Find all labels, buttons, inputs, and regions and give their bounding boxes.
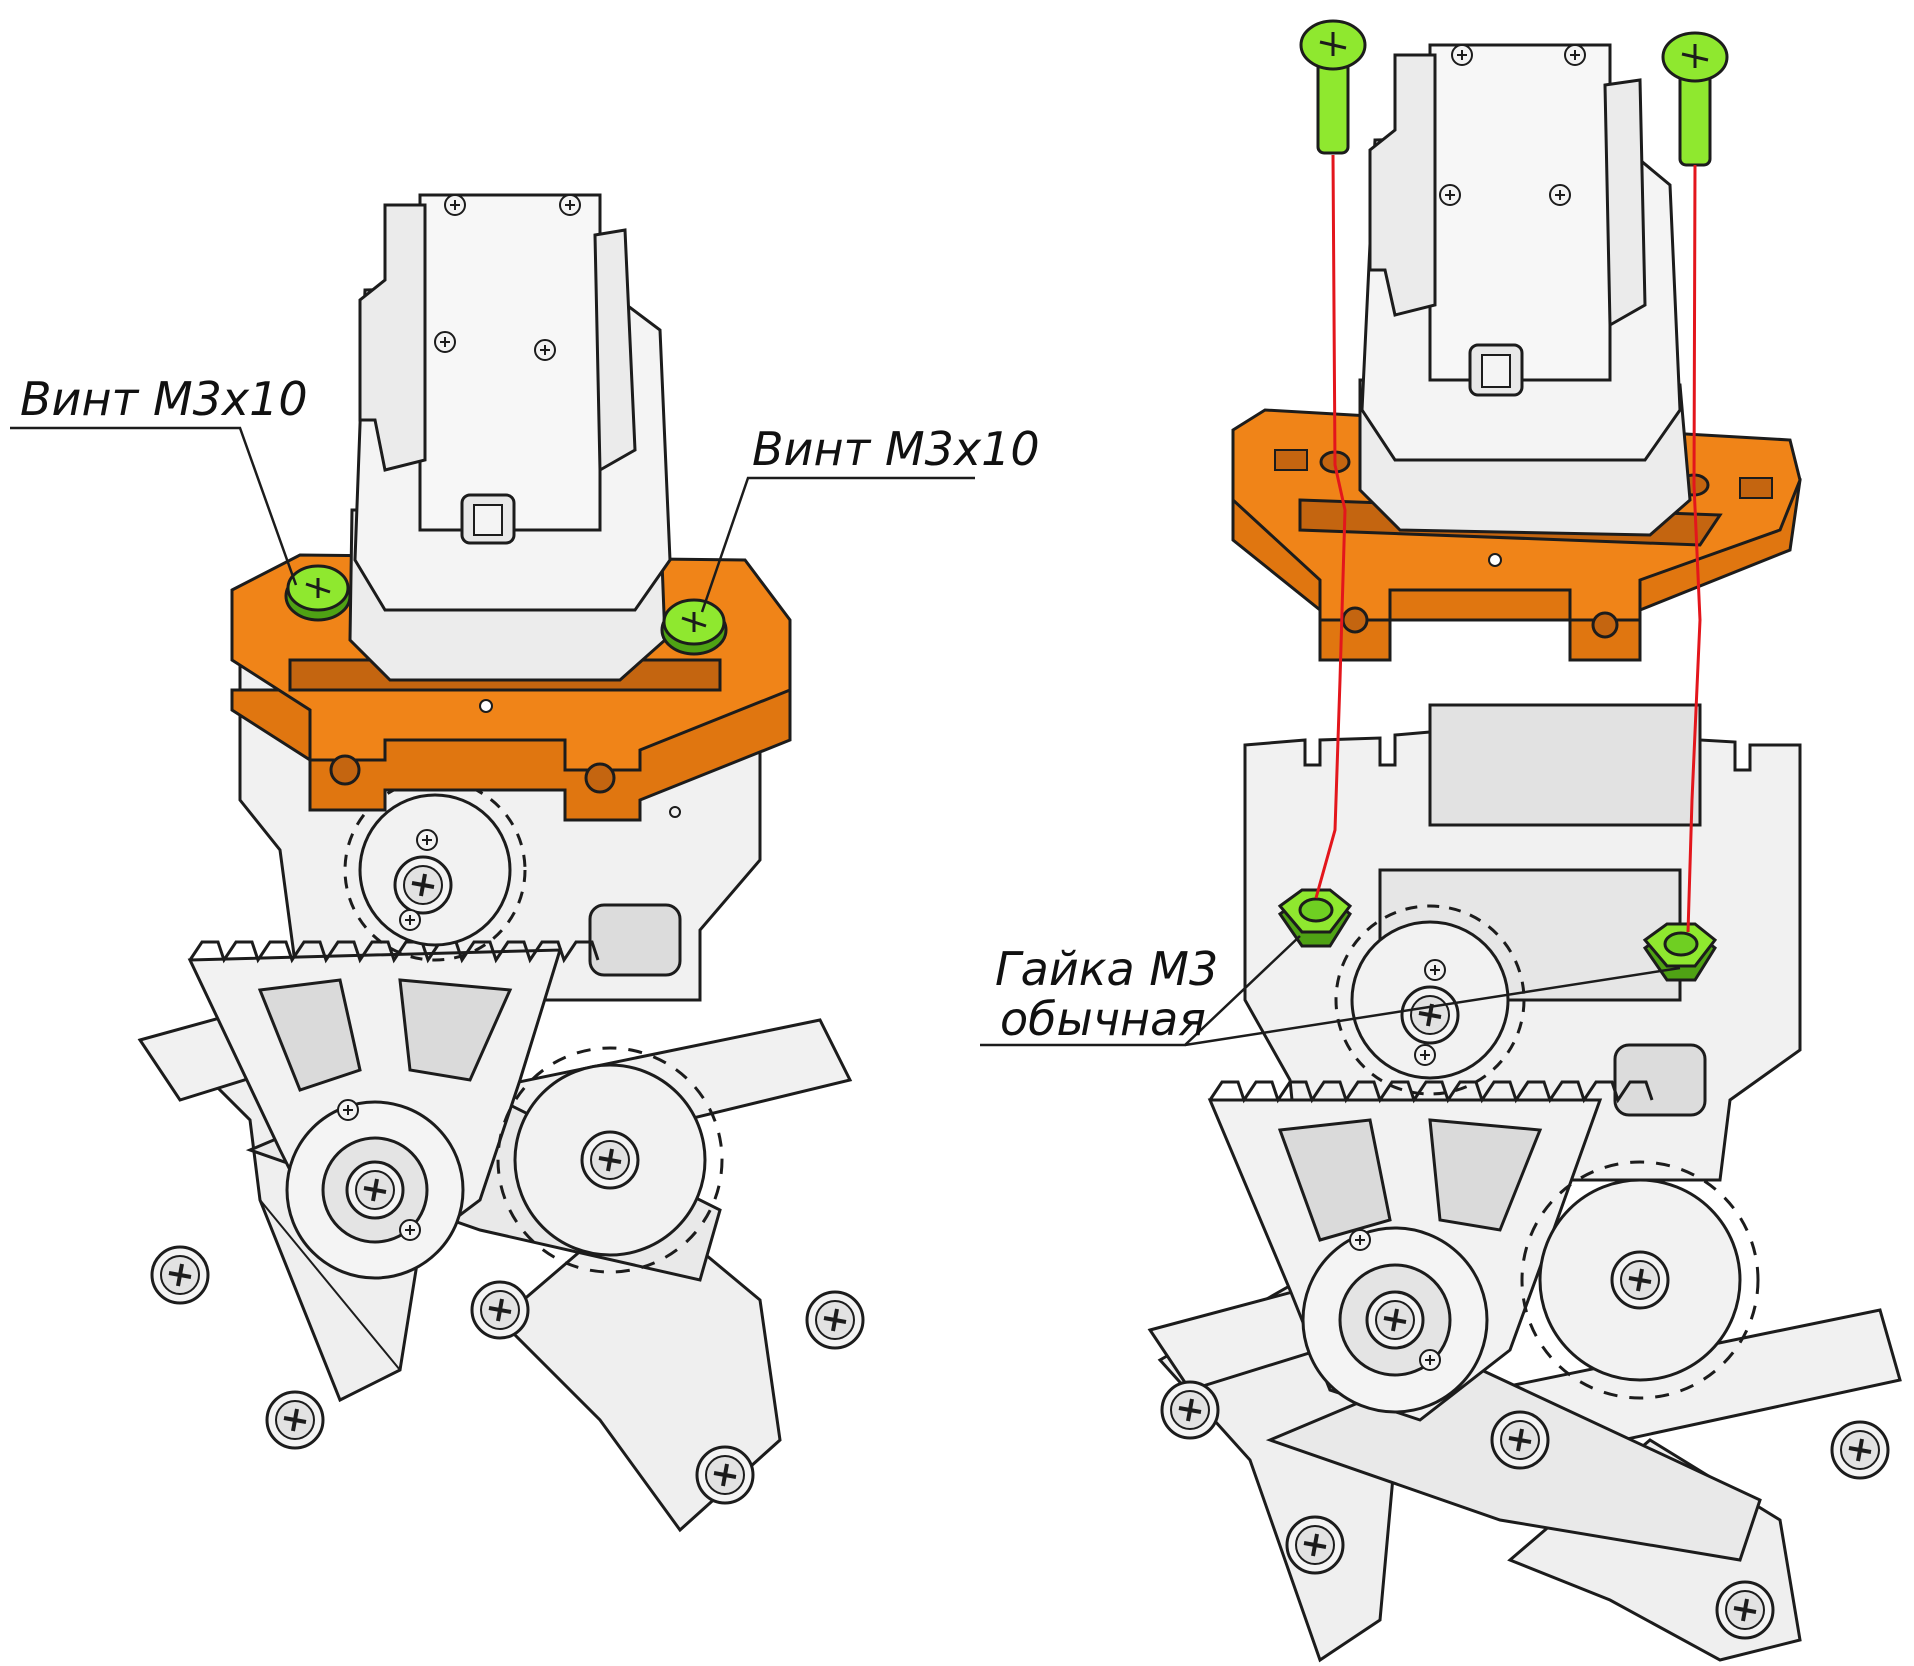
- left-screw-green-2-icon: [660, 598, 728, 656]
- right-servo-body: [1358, 43, 1692, 537]
- left-screw-green-1-icon: [284, 564, 352, 622]
- right-screw-green-2-icon: [1661, 31, 1729, 167]
- right-nut-2-icon: [1642, 922, 1718, 982]
- left-leader-lines: [10, 426, 975, 613]
- label-screw-left: Винт М3х10: [20, 372, 308, 426]
- label-nut-line2: обычная: [1000, 992, 1206, 1046]
- left-assembly: Винт М3х10 Винт М3х10: [10, 193, 1040, 1533]
- right-leader-lines: [980, 935, 1681, 1047]
- left-servo-body: [348, 193, 672, 682]
- right-assembly: Гайка М3 обычная: [980, 19, 1902, 1663]
- label-screw-right: Винт М3х10: [752, 422, 1040, 476]
- right-screw-green-1-icon: [1299, 19, 1367, 155]
- right-nut-1-icon: [1277, 888, 1353, 948]
- assembly-guide-lines: [1314, 154, 1702, 933]
- label-nut-line1: Гайка М3: [995, 942, 1218, 996]
